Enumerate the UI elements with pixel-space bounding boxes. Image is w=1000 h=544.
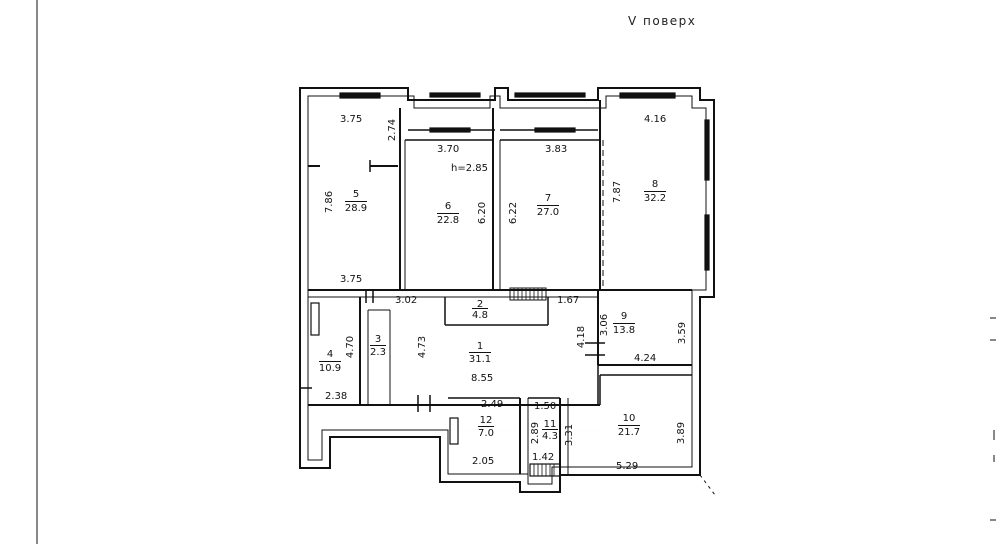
floor-title: V поверх bbox=[628, 14, 697, 28]
dim-3-89: 3.89 bbox=[676, 421, 688, 445]
room-8-area-value: 32.2 bbox=[643, 191, 667, 204]
dim-2-38: 2.38 bbox=[325, 391, 348, 402]
room-11-area-value: 4.3 bbox=[542, 429, 558, 442]
dim-1-50: 1.50 bbox=[534, 401, 557, 412]
room-1-number: 1 bbox=[476, 341, 484, 352]
room-1-area-value: 31.1 bbox=[468, 352, 492, 365]
room-7-area-value: 27.0 bbox=[536, 205, 560, 218]
dim-1-42: 1.42 bbox=[532, 452, 555, 463]
shaft-room12 bbox=[449, 417, 459, 445]
room-6-area: 22.8 bbox=[428, 213, 468, 226]
room-10-area-value: 21.7 bbox=[617, 425, 641, 438]
window-loggia-r bbox=[514, 92, 586, 98]
dim-4-24: 4.24 bbox=[634, 353, 657, 364]
room-3-area: 2.3 bbox=[358, 345, 398, 358]
room-5-number: 5 bbox=[352, 189, 360, 200]
room-4-area-value: 10.9 bbox=[318, 361, 342, 374]
room-2-area: 4.8 bbox=[460, 308, 500, 321]
room-8-number: 8 bbox=[651, 179, 659, 190]
room-6-area-value: 22.8 bbox=[436, 213, 460, 226]
dim-3-83: 3.83 bbox=[545, 144, 568, 155]
dim-4-18: 4.18 bbox=[576, 325, 588, 349]
dim-3-75-top: 3.75 bbox=[340, 114, 363, 125]
room-11-number: 11 bbox=[543, 419, 557, 430]
shaft-room4 bbox=[310, 302, 320, 336]
room-9-area: 13.8 bbox=[604, 323, 644, 336]
dim-3-31: 3.31 bbox=[564, 423, 576, 447]
vent-block bbox=[509, 287, 547, 301]
dim-6-22: 6.22 bbox=[508, 201, 520, 225]
dim-2-89: 2.89 bbox=[530, 421, 542, 445]
dim-3-75-bottom: 3.75 bbox=[340, 274, 363, 285]
dim-2-05: 2.05 bbox=[472, 456, 495, 467]
room-5-area-value: 28.9 bbox=[344, 201, 368, 214]
room-7-area: 27.0 bbox=[528, 205, 568, 218]
room-3-area-value: 2.3 bbox=[370, 345, 386, 358]
window-5 bbox=[339, 92, 381, 99]
ceiling-height-label: h=2.85 bbox=[451, 163, 488, 174]
dim-6-20: 6.20 bbox=[477, 201, 489, 225]
dim-3-02: 3.02 bbox=[395, 295, 418, 306]
room-9-number: 9 bbox=[620, 311, 628, 322]
room-9-area-value: 13.8 bbox=[612, 323, 636, 336]
dim-8-55: 8.55 bbox=[471, 373, 494, 384]
room-7-number: 7 bbox=[544, 193, 552, 204]
room-2-area-value: 4.8 bbox=[472, 308, 488, 321]
room-3-number: 3 bbox=[374, 334, 382, 345]
door-7 bbox=[534, 127, 576, 133]
window-8 bbox=[619, 92, 676, 99]
dim-7-87: 7.87 bbox=[612, 180, 624, 204]
room-10-area: 21.7 bbox=[609, 425, 649, 438]
dim-3-70: 3.70 bbox=[437, 144, 460, 155]
room-4-number: 4 bbox=[326, 349, 334, 360]
room-11-area: 4.3 bbox=[530, 429, 570, 442]
dim-3-59: 3.59 bbox=[677, 321, 689, 345]
room-2-number: 2 bbox=[476, 299, 484, 310]
dim-1-67: 1.67 bbox=[557, 295, 580, 306]
room-6-number: 6 bbox=[444, 201, 452, 212]
dim-4-73: 4.73 bbox=[417, 335, 429, 359]
room-1-area: 31.1 bbox=[460, 352, 500, 365]
dim-3-06: 3.06 bbox=[599, 313, 611, 337]
vent-room11 bbox=[529, 463, 561, 477]
outer-wall bbox=[299, 87, 715, 493]
room-10-number: 10 bbox=[622, 413, 636, 424]
dim-2-49: 2.49 bbox=[481, 399, 504, 410]
window-8-side1 bbox=[704, 119, 710, 181]
dim-4-70: 4.70 bbox=[345, 335, 357, 359]
window-loggia-l bbox=[429, 92, 481, 98]
dim-5-29: 5.29 bbox=[616, 461, 639, 472]
room-12-number: 12 bbox=[479, 415, 493, 426]
door-6 bbox=[429, 127, 471, 133]
window-8-side2 bbox=[704, 214, 710, 271]
dim-4-16: 4.16 bbox=[644, 114, 667, 125]
room-12-area: 7.0 bbox=[466, 426, 506, 439]
room-12-area-value: 7.0 bbox=[478, 426, 494, 439]
room-5-area: 28.9 bbox=[336, 201, 376, 214]
dim-2-74: 2.74 bbox=[387, 118, 399, 142]
dim-7-86: 7.86 bbox=[324, 190, 336, 214]
room-8-area: 32.2 bbox=[635, 191, 675, 204]
room-4-area: 10.9 bbox=[310, 361, 350, 374]
